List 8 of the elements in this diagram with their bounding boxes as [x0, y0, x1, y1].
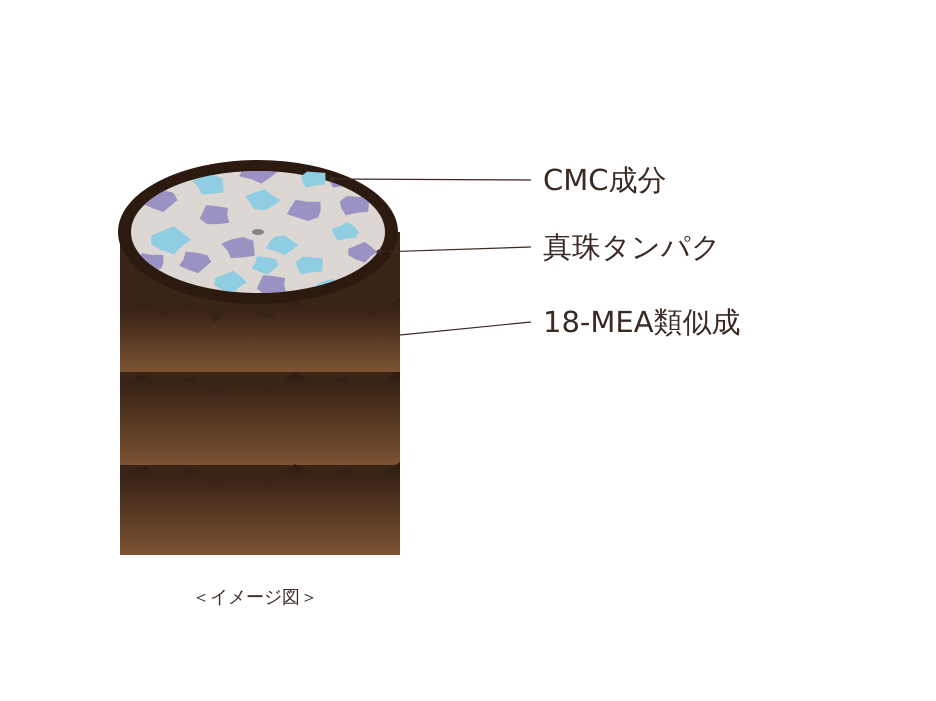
leader-line — [330, 176, 531, 182]
part-label: CMC成分 — [543, 162, 667, 198]
figure-caption: ＜イメージ図＞ — [191, 586, 319, 609]
cuticle-layer — [120, 298, 400, 372]
leader-line — [376, 246, 532, 254]
leader-line — [400, 321, 532, 336]
part-label: 真珠タンパク — [543, 229, 721, 265]
part-label: 18-MEA類似成 — [543, 304, 741, 340]
